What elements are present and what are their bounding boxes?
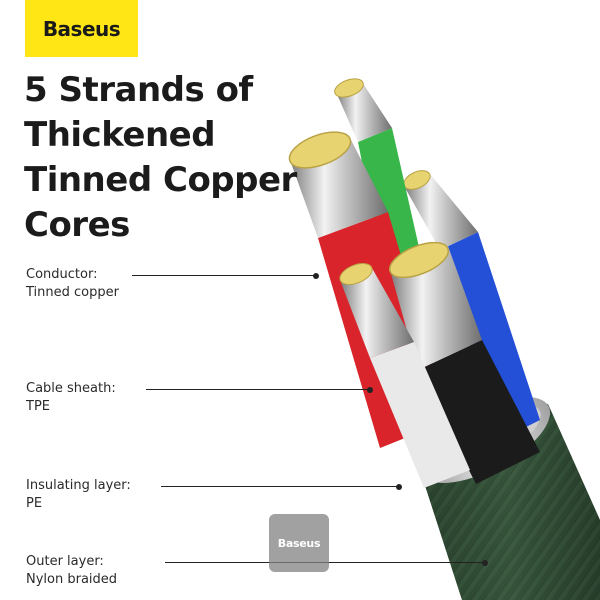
core-blue	[403, 170, 540, 440]
brand-logo-text: Baseus	[42, 16, 121, 41]
headline-line: Tinned Copper	[24, 160, 297, 200]
callout-value: Tinned copper	[26, 285, 119, 300]
core-white	[339, 263, 470, 488]
core-black	[389, 241, 540, 484]
callout-label: Conductor:	[26, 267, 98, 282]
leader-line-insulating-layer	[161, 483, 402, 490]
callout-label: Insulating layer:	[26, 478, 131, 493]
brand-watermark: Baseus	[269, 514, 329, 572]
callout-value: PE	[26, 496, 43, 511]
callout-outer-layer: Outer layer: Nylon braided	[26, 553, 117, 589]
watermark-text: Baseus	[277, 536, 321, 550]
callout-label: Cable sheath:	[26, 381, 116, 396]
headline-line: 5 Strands of	[24, 70, 253, 110]
headline-line: Cores	[24, 205, 130, 245]
callout-conductor: Conductor: Tinned copper	[26, 266, 119, 302]
brand-logo: Baseus	[25, 0, 138, 57]
callout-value: Nylon braided	[26, 572, 118, 587]
leader-line-conductor	[132, 272, 319, 279]
headline-line: Thickened	[24, 115, 216, 155]
callout-cable-sheath: Cable sheath: TPE	[26, 380, 116, 416]
callout-insulating-layer: Insulating layer: PE	[26, 477, 131, 513]
leader-line-cable-sheath	[146, 386, 373, 393]
callout-label: Outer layer:	[26, 554, 104, 569]
callout-value: TPE	[26, 399, 50, 414]
headline: 5 Strands of Thickened Tinned Copper Cor…	[24, 68, 324, 248]
